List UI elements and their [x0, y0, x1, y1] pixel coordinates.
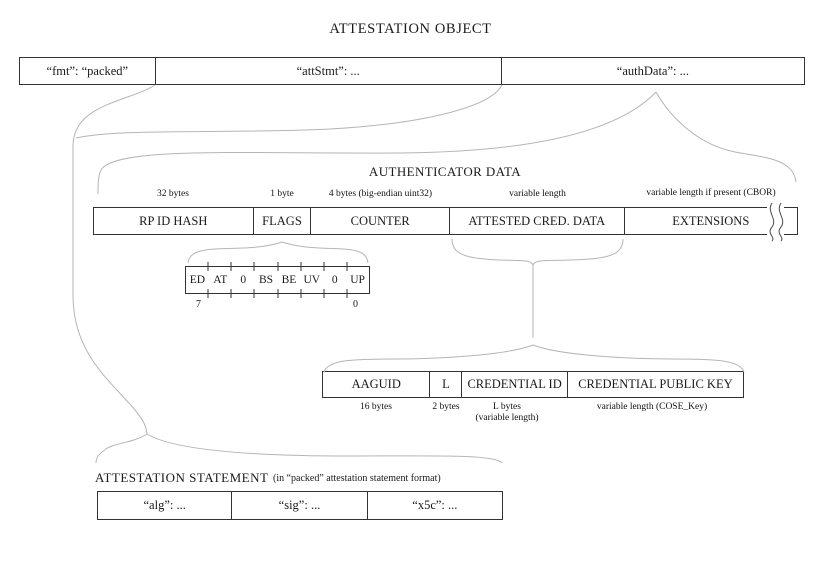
size-label-credential-id-1: L bytes	[493, 402, 521, 412]
size-label-flags: 1 byte	[270, 189, 294, 199]
credential-public-key-field: CREDENTIAL PUBLIC KEY	[578, 377, 733, 391]
attstmt-cell: “attStmt”: ...	[156, 58, 502, 84]
aaguid-field: AAGUID	[323, 372, 431, 397]
l-field: L	[430, 372, 463, 397]
size-label-aaguid: 16 bytes	[360, 402, 392, 412]
attested-cred-data-field: ATTESTED CRED. DATA	[450, 208, 625, 234]
flag-bit-uv: UV	[303, 274, 321, 286]
flag-bit-be: BE	[281, 274, 297, 286]
authdata-cell: “authData”: ...	[616, 63, 689, 78]
attestation-statement-brace	[95, 433, 503, 464]
credential-id-field: CREDENTIAL ID	[462, 372, 568, 397]
attestation-object-row: “fmt”: “packed” “attStmt”: ... “authData…	[19, 57, 805, 85]
alg-cell: “alg”: ...	[98, 492, 233, 519]
size-label-credential-public-key: variable length (COSE_Key)	[596, 402, 708, 412]
counter-field: COUNTER	[311, 208, 450, 234]
flag-bit-up: UP	[350, 274, 365, 286]
diagram-title: ATTESTATION OBJECT	[329, 21, 492, 37]
flags-field: FLAGS	[254, 208, 312, 234]
attested-credential-data-row: AAGUID L CREDENTIAL ID CREDENTIAL PUBLIC…	[322, 371, 744, 398]
bit-number-0: 0	[353, 299, 358, 310]
flags-brace	[187, 241, 369, 264]
flag-bit-bs: BS	[259, 274, 274, 286]
flag-bit-ed: ED	[189, 274, 206, 286]
size-label-rp-id-hash: 32 bytes	[157, 189, 189, 199]
flag-bit-rfu1: 0	[240, 274, 247, 286]
size-label-extensions: variable length if present (CBOR)	[646, 188, 776, 198]
extensions-field: EXTENSIONS	[672, 213, 750, 228]
attestation-statement-note: (in “packed” attestation statement forma…	[273, 473, 441, 484]
fmt-cell: “fmt”: “packed”	[20, 58, 156, 84]
flag-bit-at: AT	[213, 274, 228, 286]
size-label-l: 2 bytes	[432, 402, 460, 412]
size-label-counter: 4 bytes (big-endian uint32)	[328, 189, 433, 199]
size-label-attested-cred-data: variable length	[509, 189, 566, 199]
rp-id-hash-field: RP ID HASH	[94, 208, 254, 234]
bit-number-7: 7	[196, 299, 201, 310]
flags-bit-box: ED AT 0 BS BE UV 0 UP	[185, 266, 370, 294]
attestation-statement-title: ATTESTATION STATEMENT	[95, 470, 269, 485]
x5c-cell: “x5c”: ...	[412, 498, 458, 512]
attested-cred-data-brace	[323, 238, 745, 373]
authenticator-data-title: AUTHENTICATOR DATA	[368, 164, 522, 179]
size-label-credential-id-2: (variable length)	[475, 413, 539, 423]
authenticator-data-row: RP ID HASH FLAGS COUNTER ATTESTED CRED. …	[93, 207, 798, 235]
attestation-statement-row: “alg”: ... “sig”: ... “x5c”: ...	[97, 491, 503, 520]
flag-bit-rfu2: 0	[331, 274, 338, 286]
sig-cell: “sig”: ...	[232, 492, 368, 519]
